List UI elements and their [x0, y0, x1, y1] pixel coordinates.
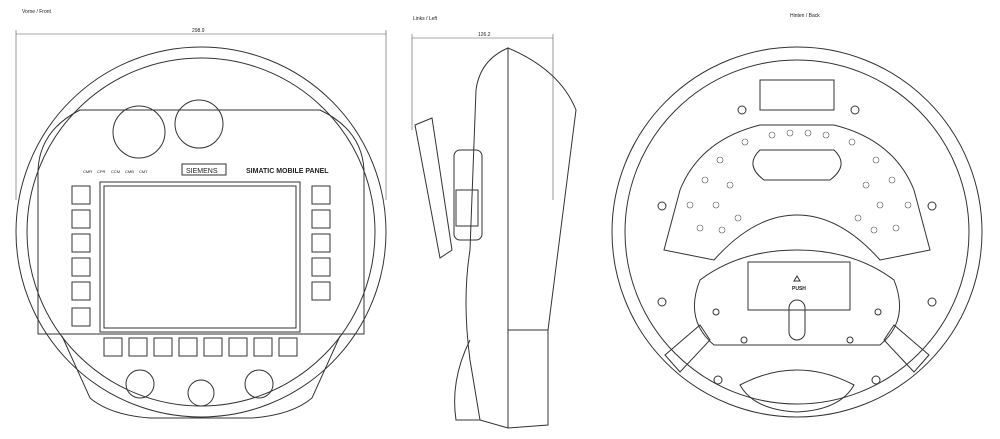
left-dimension: 126.2	[478, 32, 491, 38]
emergency-stop-button	[112, 105, 166, 159]
front-dimension: 298.9	[192, 28, 205, 34]
left-function-keys	[71, 185, 91, 327]
push-label: PUSH	[792, 286, 806, 292]
led-label: CMR	[83, 169, 92, 174]
left-view: Links / Left 126.2	[411, 16, 577, 429]
release-latch	[788, 299, 806, 341]
left-view-label: Links / Left	[413, 16, 438, 22]
product-label: SIMATIC MOBILE PANEL	[246, 168, 329, 175]
display-screen	[103, 185, 297, 329]
screw-holes	[657, 105, 937, 385]
front-view-label: Vorne / Front	[22, 9, 52, 15]
display-bezel	[99, 181, 301, 333]
handwheel-right	[244, 369, 274, 399]
back-view-label: Hinten / Back	[790, 13, 820, 19]
led-label: CMT	[139, 169, 148, 174]
handwheel-left	[125, 369, 155, 399]
handwheel-center	[187, 379, 215, 407]
front-view: Vorne / Front 298.9 SIEMENS SIMATIC MOBI…	[15, 9, 387, 419]
siemens-logo-box	[181, 163, 227, 176]
front-outer-ring	[15, 46, 387, 418]
key-switch	[174, 99, 224, 149]
bottom-function-keys	[103, 337, 298, 357]
led-label: CCM	[111, 169, 120, 174]
right-function-keys	[311, 185, 331, 301]
grip-holes	[686, 129, 912, 234]
left-handle-strap	[414, 117, 453, 259]
back-view: Hinten / Back PUSH	[611, 13, 983, 418]
battery-cover	[747, 261, 851, 311]
brand-label: SIEMENS	[186, 168, 218, 175]
left-housing	[507, 47, 577, 429]
back-outer-ring	[611, 46, 983, 418]
led-label: CPR	[97, 169, 106, 174]
led-label: CMB	[125, 169, 134, 174]
back-grip-plate	[663, 124, 931, 261]
